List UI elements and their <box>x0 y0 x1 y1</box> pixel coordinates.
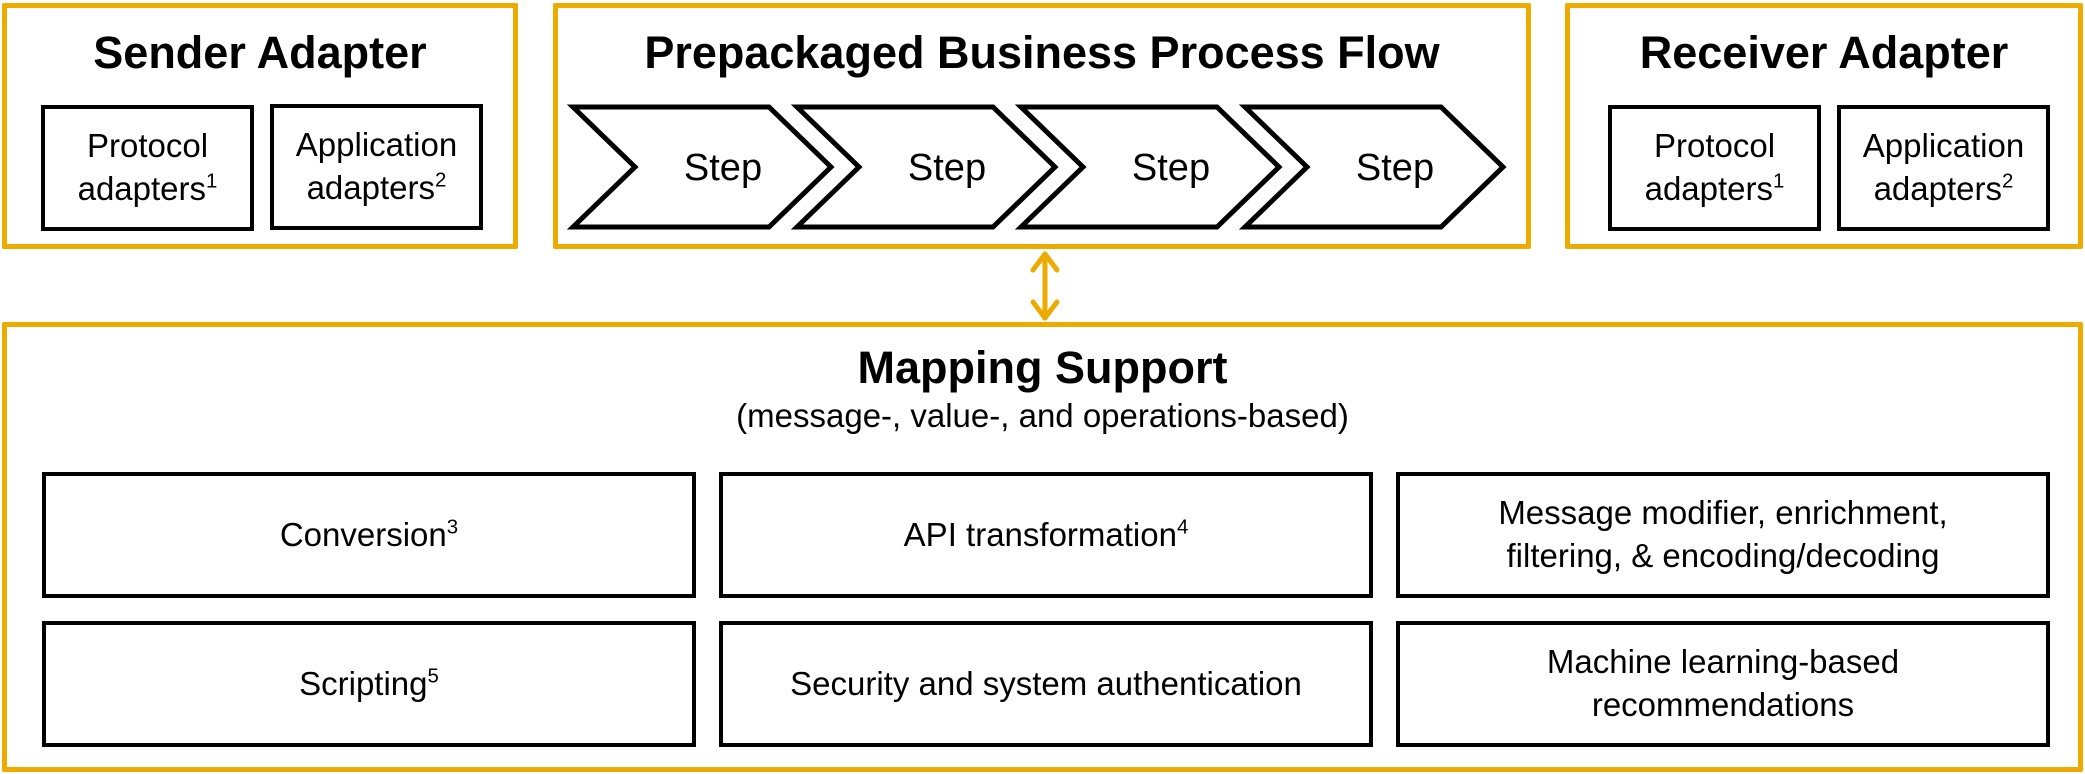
mapping-support-subtitle: (message-, value-, and operations-based) <box>736 397 1349 434</box>
business-process-flow-title: Prepackaged Business Process Flow <box>644 27 1440 78</box>
box-line-2: adapters <box>306 169 436 206</box>
process-step-chevron <box>1238 104 1507 230</box>
footnote-marker: 1 <box>1773 169 1785 193</box>
box-line-1: Application <box>1862 127 2025 165</box>
mapping-item-api-transformation: API transformation4 <box>719 472 1373 598</box>
item-label: Scripting <box>299 664 428 702</box>
box-line-2: adapters <box>1644 170 1774 207</box>
mapping-support-title: Mapping Support <box>857 342 1228 393</box>
sender-application-adapters-box: Application adapters2 <box>270 104 483 230</box>
box-line-1: Protocol <box>1653 127 1776 165</box>
process-steps: Step Step Step Step <box>566 104 1507 230</box>
sender-adapter-panel: Sender Adapter Protocol adapters1 Applic… <box>2 3 518 249</box>
mapping-item-security-authentication: Security and system authentication <box>719 621 1373 747</box>
process-step-label: Step <box>1356 147 1434 189</box>
item-label-line-1: Machine learning-based <box>1546 643 1900 681</box>
item-label: Security and system authentication <box>790 664 1302 702</box>
sender-adapter-title: Sender Adapter <box>93 27 427 78</box>
item-label-line-1: Message modifier, enrichment, <box>1498 494 1948 532</box>
footnote-marker: 4 <box>1176 515 1189 539</box>
receiver-adapter-panel: Receiver Adapter Protocol adapters1 Appl… <box>1565 3 2083 249</box>
process-step-chevron <box>1014 104 1283 230</box>
mapping-item-message-modifier: Message modifier, enrichment, filtering,… <box>1396 472 2050 598</box>
footnote-marker: 2 <box>435 168 447 192</box>
process-step-label: Step <box>684 147 762 189</box>
box-line-1: Protocol <box>86 127 209 165</box>
receiver-application-adapters-box: Application adapters2 <box>1837 105 2050 231</box>
item-label-line-2: recommendations <box>1591 686 1855 723</box>
process-step-label: Step <box>1132 147 1210 189</box>
footnote-marker: 2 <box>2002 169 2014 193</box>
box-line-1: Application <box>295 126 458 164</box>
item-label-line-2: filtering, & encoding/decoding <box>1506 537 1940 574</box>
footnote-marker: 5 <box>427 664 439 688</box>
box-line-2: adapters <box>1873 170 2003 207</box>
item-label: API transformation <box>903 515 1177 553</box>
item-label: Conversion <box>279 515 447 553</box>
double-headed-arrow-icon <box>1030 251 1060 321</box>
box-line-2: adapters <box>77 170 207 207</box>
mapping-item-ml-recommendations: Machine learning-based recommendations <box>1396 621 2050 747</box>
process-step-chevron <box>566 104 835 230</box>
process-step-chevron <box>790 104 1059 230</box>
mapping-item-scripting: Scripting5 <box>42 621 696 747</box>
receiver-adapter-title: Receiver Adapter <box>1639 27 2009 78</box>
sender-protocol-adapters-box: Protocol adapters1 <box>41 105 254 231</box>
mapping-support-panel: Mapping Support (message-, value-, and o… <box>2 322 2083 772</box>
receiver-protocol-adapters-box: Protocol adapters1 <box>1608 105 1821 231</box>
mapping-item-conversion: Conversion3 <box>42 472 696 598</box>
footnote-marker: 1 <box>206 169 218 193</box>
process-step-label: Step <box>908 147 986 189</box>
footnote-marker: 3 <box>446 515 459 539</box>
